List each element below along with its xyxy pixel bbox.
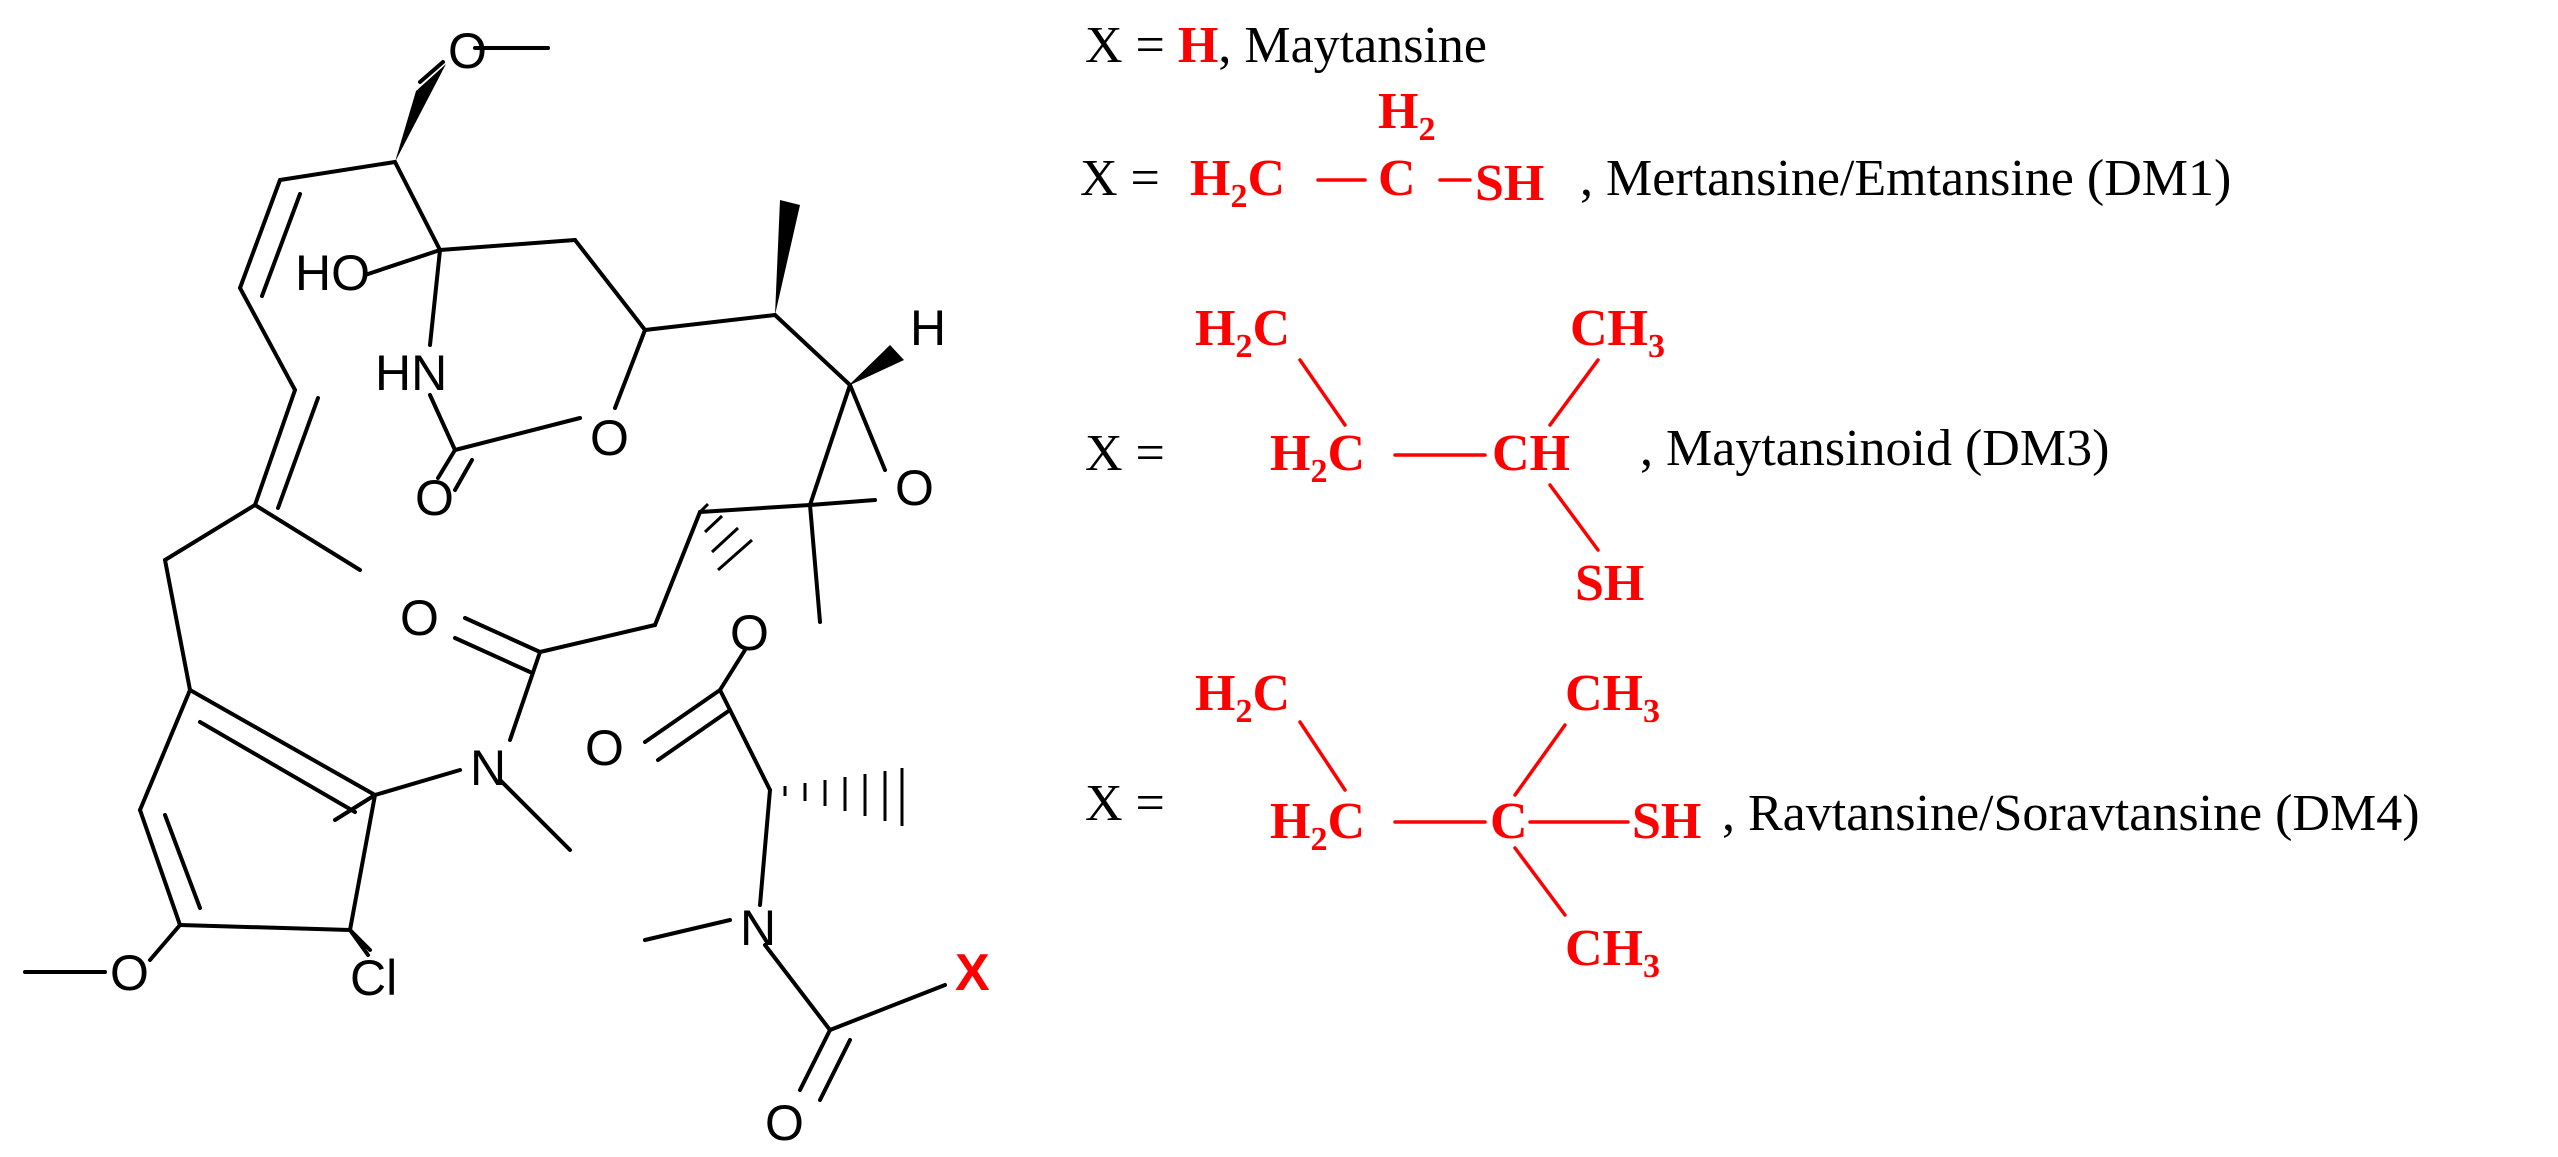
amide-nh-label: HN: [375, 345, 447, 401]
legend-row-dm4: X = H2C H2C C SH CH3 CH3 , Ravtansine/So…: [1085, 665, 2420, 985]
row3-top-sub: 2: [1235, 328, 1252, 365]
svg-text:X = H, Maytansine: X = H, Maytansine: [1085, 17, 1487, 74]
row1-prefix: X =: [1085, 17, 1178, 74]
row4-mid-sub: 2: [1310, 821, 1327, 858]
epoxide-hydrogen: H: [910, 300, 946, 356]
row2-h2c-h: H: [1190, 150, 1230, 207]
side-nitrogen: N: [740, 900, 776, 956]
row4-ch3-bot-c: CH: [1565, 920, 1643, 977]
row3-ch3-c: CH: [1570, 300, 1648, 357]
svg-text:H2C: H2C: [1270, 425, 1365, 490]
row3-ch3-sub: 3: [1648, 328, 1665, 365]
row3-top-c: C: [1252, 300, 1290, 357]
row3-name: , Maytansinoid (DM3): [1640, 420, 2109, 477]
row2-ch2-sub: 2: [1418, 111, 1435, 148]
row4-name: , Ravtansine/Soravtansine (DM4): [1722, 785, 2420, 842]
atom-labels: O HO HN O O O H O O O N N O O Cl X: [110, 23, 990, 1151]
row3-mid-c: C: [1327, 425, 1365, 482]
svg-text:H2C: H2C: [1190, 150, 1285, 215]
svg-text:CH3: CH3: [1565, 920, 1660, 985]
chloro-label: Cl: [350, 950, 397, 1006]
aryl-methoxy-oxygen: O: [110, 945, 149, 1001]
hydroxyl-label: HO: [295, 245, 370, 301]
row1-name: , Maytansine: [1218, 17, 1487, 74]
carbamate-oxygen: O: [415, 470, 454, 526]
row3-ch: CH: [1492, 425, 1570, 482]
row4-sh: SH: [1632, 793, 1701, 850]
legend-row-maytansine: X = H, Maytansine: [1085, 17, 1487, 74]
svg-text:CH3: CH3: [1570, 300, 1665, 365]
row4-top-c: C: [1252, 665, 1290, 722]
row2-name: , Mertansine/Emtansine (DM1): [1580, 150, 2231, 207]
x-substituent-label: X: [955, 944, 990, 1002]
row3-mid-sub: 2: [1310, 453, 1327, 490]
epoxide-oxygen: O: [895, 460, 934, 516]
methoxy-oxygen-top: O: [448, 23, 487, 79]
legend-row-dm1: X = H2C C H2 SH , Mertansine/Emtansine (…: [1080, 83, 2231, 215]
row4-ch3-top-sub: 3: [1643, 693, 1660, 730]
row2-ch2-h: H: [1378, 83, 1418, 140]
side-carbonyl-oxygen: O: [765, 1095, 804, 1151]
row4-top-sub: 2: [1235, 693, 1252, 730]
legend-row-dm3: X = H2C H2C CH CH3 SH , Maytansinoid (DM…: [1085, 300, 2109, 612]
wedge-bond-top: [395, 64, 446, 162]
ring-oxygen: O: [590, 410, 629, 466]
amide-nitrogen: N: [470, 740, 506, 796]
svg-text:CH3: CH3: [1565, 665, 1660, 730]
ester-oxygen: O: [730, 605, 769, 661]
row4-mid-c: C: [1327, 793, 1365, 850]
svg-text:H2: H2: [1378, 83, 1435, 148]
ester-carbonyl-oxygen: O: [585, 720, 624, 776]
row2-h2c-c: C: [1247, 150, 1285, 207]
lactam-oxygen: O: [400, 590, 439, 646]
maytansine-skeleton: [23, 46, 947, 1102]
row3-mid-h: H: [1270, 425, 1310, 482]
row3-top-h: H: [1195, 300, 1235, 357]
row2-ch2-c: C: [1378, 150, 1416, 207]
row2-h2c-sub: 2: [1230, 178, 1247, 215]
row4-prefix: X =: [1085, 775, 1165, 832]
svg-text:H2C: H2C: [1195, 300, 1290, 365]
row3-prefix: X =: [1085, 425, 1165, 482]
svg-text:H2C: H2C: [1195, 665, 1290, 730]
row4-center-c: C: [1490, 793, 1528, 850]
row3-sh: SH: [1575, 555, 1644, 612]
row4-mid-h: H: [1270, 793, 1310, 850]
row2-sh: SH: [1475, 155, 1544, 212]
row4-ch3-top-c: CH: [1565, 665, 1643, 722]
svg-text:H2C: H2C: [1270, 793, 1365, 858]
row4-top-h: H: [1195, 665, 1235, 722]
row1-group-h: H: [1178, 17, 1218, 74]
row4-ch3-bot-sub: 3: [1643, 948, 1660, 985]
row2-prefix: X =: [1080, 150, 1160, 207]
